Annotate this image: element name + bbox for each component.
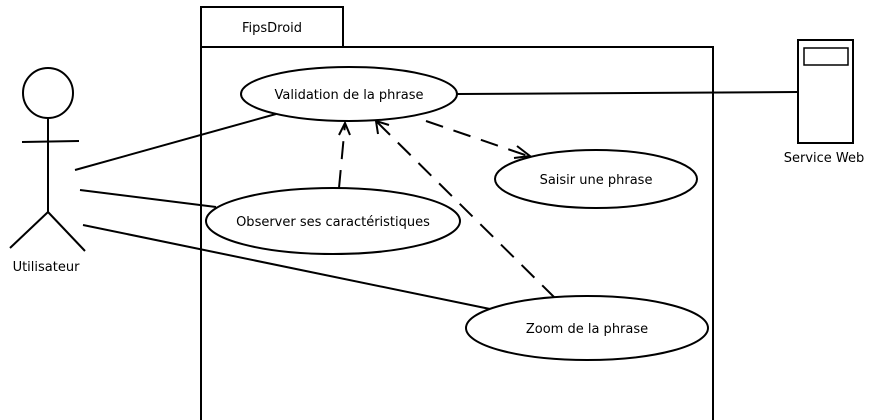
use-case-observer-shape xyxy=(205,187,461,255)
use-case-saisir-shape xyxy=(494,149,698,209)
arrowhead-observer xyxy=(338,120,351,136)
use-case-zoom-label: Zoom de la phrase xyxy=(526,322,648,337)
use-case-zoom: Zoom de la phrase xyxy=(465,295,709,361)
association-user-zoom xyxy=(82,224,491,310)
use-case-saisir: Saisir une phrase xyxy=(494,149,698,209)
actor-service-label: Service Web xyxy=(784,151,865,166)
use-case-saisir-label: Saisir une phrase xyxy=(540,173,653,188)
use-case-validation: Validation de la phrase xyxy=(240,66,458,122)
system-name-tab xyxy=(200,6,344,48)
use-case-zoom-shape xyxy=(465,295,709,361)
dependencies xyxy=(338,119,556,299)
actor-user-left-leg xyxy=(9,211,49,249)
dependency-zoom-to-validation xyxy=(376,121,556,299)
use-case-validation-shape xyxy=(240,66,458,122)
actor-user-label: Utilisateur xyxy=(13,260,81,275)
association-user-observer xyxy=(79,189,217,208)
actor-service: Service Web xyxy=(784,39,865,166)
use-case-observer: Observer ses caractéristiques xyxy=(205,187,461,255)
actor-user: Utilisateur xyxy=(9,67,86,275)
association-user-validation xyxy=(74,113,277,171)
use-case-validation-label: Validation de la phrase xyxy=(275,88,424,103)
actor-user-head xyxy=(22,67,74,119)
dependency-validation-to-saisir xyxy=(425,120,529,157)
server-drive-slot xyxy=(803,47,849,66)
use-case-observer-label: Observer ses caractéristiques xyxy=(236,215,430,230)
system-name-label: FipsDroid xyxy=(242,21,302,36)
association-validation-service xyxy=(456,91,799,95)
associations xyxy=(74,91,799,310)
dependency-observer-to-validation xyxy=(338,123,346,189)
actor-user-right-leg xyxy=(47,211,86,252)
arrowhead-saisir xyxy=(513,145,533,159)
actor-user-arms xyxy=(21,140,80,143)
